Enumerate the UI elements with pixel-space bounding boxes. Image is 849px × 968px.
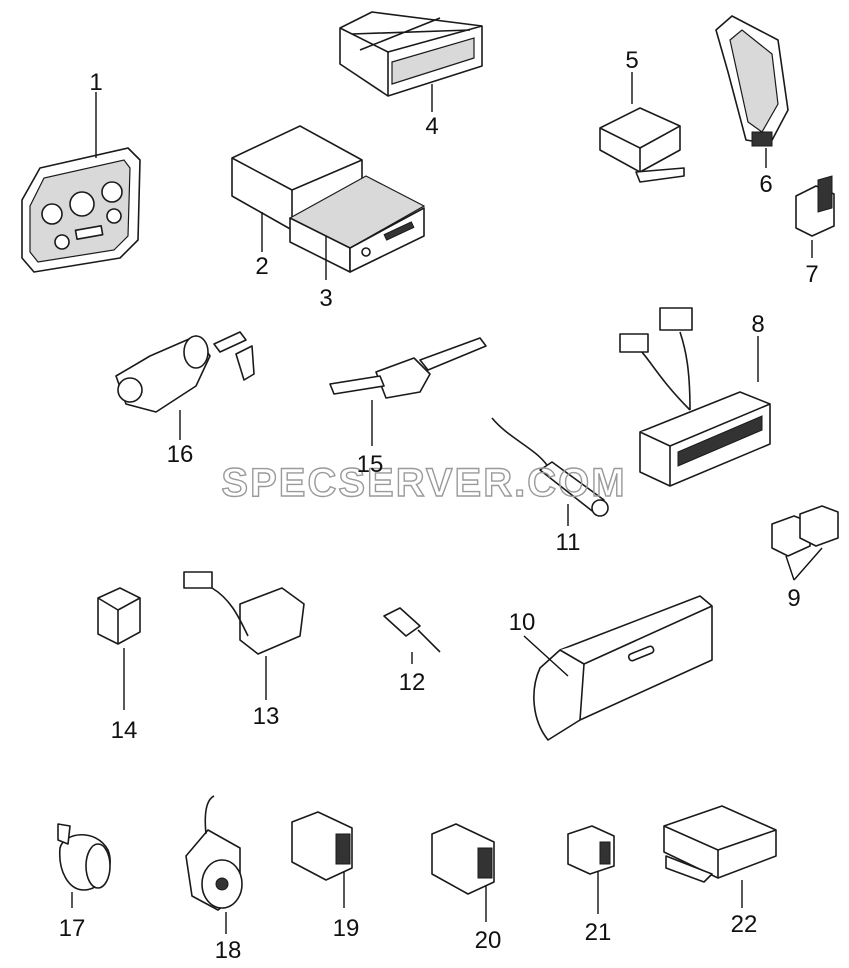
part-7-switch: [795, 175, 835, 258]
part-17-horn: [57, 823, 111, 908]
callout-19: 19: [333, 915, 360, 942]
callout-5: 5: [625, 47, 638, 74]
callout-16: 16: [167, 441, 194, 468]
callout-2: 2: [255, 253, 268, 280]
part-1-instrument-cluster: [21, 92, 141, 273]
part-13-switch: [183, 571, 305, 700]
part-14-relay: [97, 587, 141, 710]
callout-6: 6: [759, 171, 772, 198]
callout-17: 17: [59, 915, 86, 942]
callout-4: 4: [425, 113, 438, 140]
part-22-module: [663, 805, 777, 908]
watermark-text: SPECSERVER.COM: [221, 461, 626, 505]
callout-3: 3: [319, 285, 332, 312]
part-12-sensor: [383, 607, 441, 664]
callout-13: 13: [253, 703, 280, 730]
part-21-rocker-switch: [567, 825, 615, 914]
callout-20: 20: [475, 927, 502, 954]
callout-21: 21: [585, 919, 612, 946]
callout-10: 10: [509, 609, 536, 636]
callout-7: 7: [805, 261, 818, 288]
callout-15: 15: [357, 451, 384, 478]
callout-14: 14: [111, 717, 138, 744]
callout-11: 11: [556, 529, 581, 556]
part-10-glove-box: [523, 595, 713, 741]
callout-9: 9: [787, 585, 800, 612]
part-18-motor: [185, 795, 243, 934]
callout-12: 12: [399, 669, 426, 696]
part-15-combination-switch: [329, 337, 487, 446]
callout-22: 22: [731, 911, 758, 938]
callout-18: 18: [215, 937, 242, 964]
part-9-relays: [771, 505, 839, 581]
callout-1: 1: [89, 69, 102, 96]
part-11-lighter: [491, 417, 609, 526]
part-16-ignition-switch: [115, 331, 255, 440]
part-20-rocker-switch: [431, 823, 495, 922]
part-4-mounting-bracket: [339, 11, 483, 112]
part-5-control-module: [599, 72, 685, 183]
part-6-column-cover: [715, 15, 789, 168]
part-8-fuse-box: [619, 307, 771, 487]
part-2-3-radio-unit: [231, 125, 426, 280]
part-19-rocker-switch: [291, 811, 353, 908]
callout-8: 8: [751, 311, 764, 338]
